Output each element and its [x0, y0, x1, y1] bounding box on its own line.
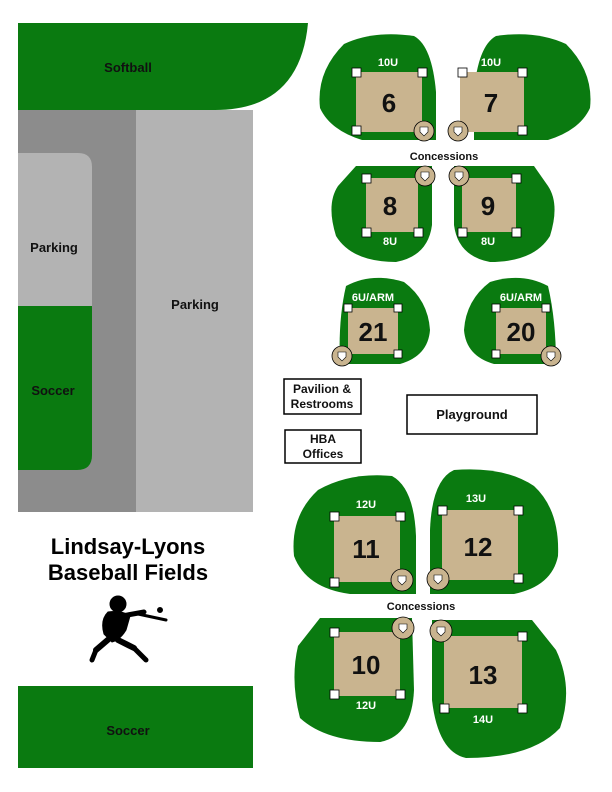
- playground-area: [406, 394, 538, 435]
- hba-label-1: HBA: [310, 432, 336, 446]
- field-8-age: 8U: [383, 236, 397, 248]
- soccer-field-bottom: [18, 686, 253, 768]
- field-20-number: 20: [507, 317, 536, 347]
- pavilion-label-2: Restrooms: [291, 397, 354, 411]
- field-9: 8U 9: [448, 165, 555, 262]
- field-13: 14U 13: [429, 619, 567, 758]
- field-9-age: 8U: [481, 236, 495, 248]
- field-9-number: 9: [481, 191, 495, 221]
- field-20: 6U/ARM 20: [464, 277, 562, 367]
- field-10: 12U 10: [294, 616, 415, 742]
- field-8-number: 8: [383, 191, 397, 221]
- parking-lot-inner: [18, 153, 92, 306]
- field-7-age: 10U: [481, 57, 501, 69]
- field-12: 13U 12: [426, 469, 559, 594]
- field-6-age: 10U: [378, 57, 398, 69]
- field-6-number: 6: [382, 88, 396, 118]
- field-7: 10U 7: [447, 34, 591, 142]
- pavilion-building: [283, 378, 362, 415]
- map-title-line2: Baseball Fields: [48, 560, 208, 585]
- field-11: 12U 11: [293, 475, 416, 594]
- hba-label-2: Offices: [303, 447, 344, 461]
- field-21: 6U/ARM 21: [331, 277, 430, 367]
- playground-label: Playground: [436, 407, 508, 422]
- field-13-number: 13: [469, 660, 498, 690]
- field-10-number: 10: [352, 650, 381, 680]
- field-20-age: 6U/ARM: [500, 292, 542, 304]
- softball-field: [18, 23, 308, 110]
- baseball-batter-silhouette-icon: [89, 595, 168, 663]
- parking-lot-outer: [136, 110, 253, 512]
- field-6: 10U 6: [319, 34, 436, 142]
- pavilion-label-1: Pavilion &: [293, 382, 351, 396]
- field-21-age: 6U/ARM: [352, 292, 394, 304]
- parking-outer-label: Parking: [171, 297, 219, 312]
- field-13-age: 14U: [473, 714, 493, 726]
- field-11-age: 12U: [356, 499, 376, 511]
- concessions-bottom-label: Concessions: [387, 601, 455, 613]
- map-title-line1: Lindsay-Lyons: [51, 534, 205, 559]
- field-12-number: 12: [464, 532, 493, 562]
- field-11-number: 11: [352, 534, 380, 564]
- soccer-mid-label: Soccer: [31, 383, 74, 398]
- field-10-age: 12U: [356, 700, 376, 712]
- soccer-bottom-label: Soccer: [106, 723, 149, 738]
- field-8: 8U 8: [331, 165, 436, 262]
- concessions-top-label: Concessions: [410, 151, 478, 163]
- field-7-number: 7: [484, 88, 498, 118]
- parking-inner-label: Parking: [30, 240, 78, 255]
- softball-label: Softball: [104, 60, 152, 75]
- hba-offices-building: [284, 429, 362, 464]
- field-21-number: 21: [359, 317, 388, 347]
- soccer-field-mid: [18, 306, 92, 470]
- field-12-age: 13U: [466, 493, 486, 505]
